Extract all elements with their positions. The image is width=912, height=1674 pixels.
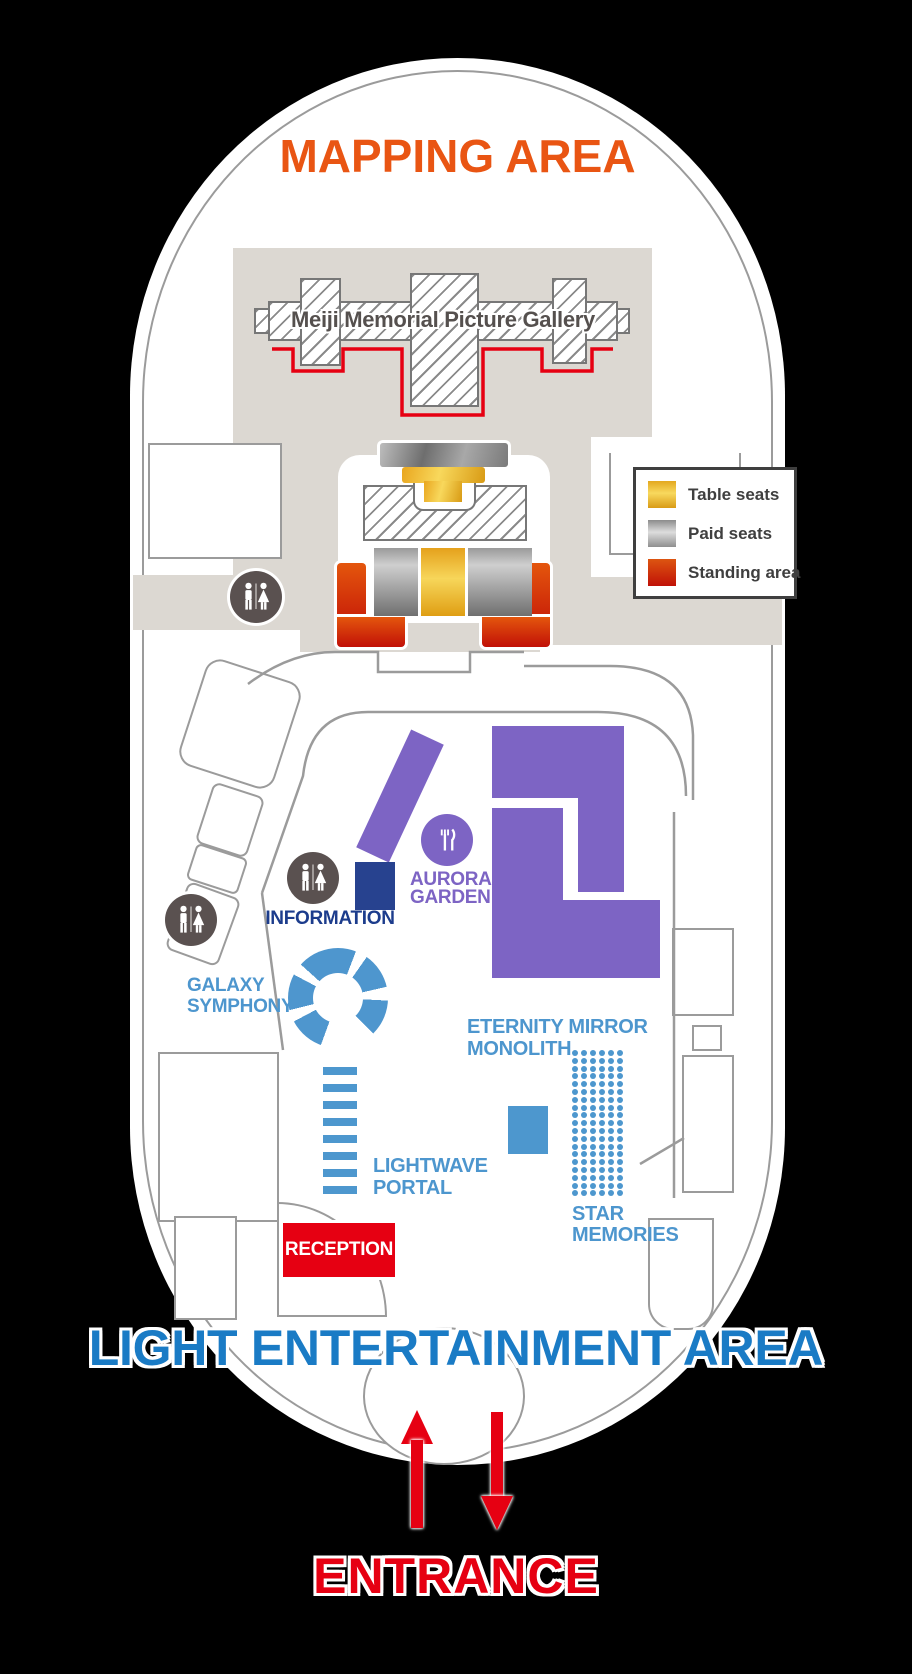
- aurora-garden-building: [492, 900, 660, 978]
- fork-knife-glyph: [440, 828, 456, 851]
- building-outline: [174, 1216, 237, 1320]
- entrance-arrow-down-icon: [481, 1496, 513, 1530]
- table-seats-stem: [424, 481, 462, 502]
- aurora-garden-label: AURORA GARDEN: [410, 869, 492, 908]
- legend-label: Table seats: [688, 484, 780, 504]
- galaxy-symphony-label: GALAXY SYMPHONY: [187, 975, 294, 1017]
- information-booth: [355, 862, 395, 910]
- building-outline: [682, 1055, 734, 1193]
- restaurant-icon: [421, 814, 473, 866]
- entrance-arrow-down-shaft: [491, 1412, 503, 1498]
- gallery-label: Meiji Memorial Picture Gallery: [290, 307, 595, 332]
- legend: Table seats Paid seats Standing area: [633, 467, 800, 599]
- mapping-area-title: MAPPING AREA: [279, 130, 636, 182]
- man-woman-glyph: [245, 582, 270, 610]
- table-seats-front: [402, 467, 485, 483]
- table-seats-center: [421, 548, 465, 616]
- eternity-mirror-monolith: [508, 1106, 548, 1154]
- lightwave-portal-label: LIGHTWAVE PORTAL: [373, 1155, 488, 1199]
- restroom-icon: [287, 852, 339, 904]
- building-outline: [648, 1218, 714, 1330]
- aurora-garden-building: [492, 726, 624, 798]
- lightwave-portal-path: [323, 1067, 357, 1203]
- restroom-icon: [165, 894, 217, 946]
- legend-row-table-seats: Table seats: [648, 481, 794, 508]
- paid-seats-swatch: [648, 520, 676, 547]
- stage-rear-paid-seats: [380, 443, 508, 467]
- standing-area-left-foot: [337, 617, 405, 647]
- legend-label: Paid seats: [688, 523, 773, 543]
- paid-seats-right: [468, 548, 532, 616]
- legend-row-standing-area: Standing area: [648, 559, 800, 586]
- building-outline: [158, 1052, 279, 1222]
- light-entertainment-area-title: LIGHT ENTERTAINMENT AREA: [88, 1320, 824, 1376]
- building-outline: [692, 1025, 722, 1051]
- building-outline: [148, 443, 282, 559]
- building-outline: [672, 928, 734, 1016]
- standing-area-swatch: [648, 559, 676, 586]
- aurora-garden-building: [578, 798, 624, 892]
- legend-row-paid-seats: Paid seats: [648, 520, 794, 547]
- star-memories-dots: [572, 1050, 623, 1197]
- paid-seats-left: [374, 548, 418, 616]
- reception-booth: RECEPTION: [283, 1223, 395, 1277]
- entrance-title: ENTRANCE: [313, 1548, 599, 1604]
- standing-area-right-foot: [482, 617, 550, 647]
- gallery-building-tower: [410, 273, 479, 407]
- legend-label: Standing area: [688, 562, 801, 582]
- eternity-mirror-monolith-label: ETERNITY MIRROR MONOLITH: [467, 1016, 648, 1060]
- entrance-arrow-up-shaft: [411, 1440, 423, 1528]
- star-memories-label: STAR MEMORIES: [572, 1203, 679, 1246]
- restroom-icon: [230, 571, 282, 623]
- information-label: INFORMATION: [265, 908, 395, 929]
- reception-label: RECEPTION: [284, 1239, 394, 1261]
- entrance-arrow-up-icon: [401, 1410, 433, 1444]
- galaxy-symphony-ring-center: [313, 973, 363, 1023]
- table-seats-swatch: [648, 481, 676, 508]
